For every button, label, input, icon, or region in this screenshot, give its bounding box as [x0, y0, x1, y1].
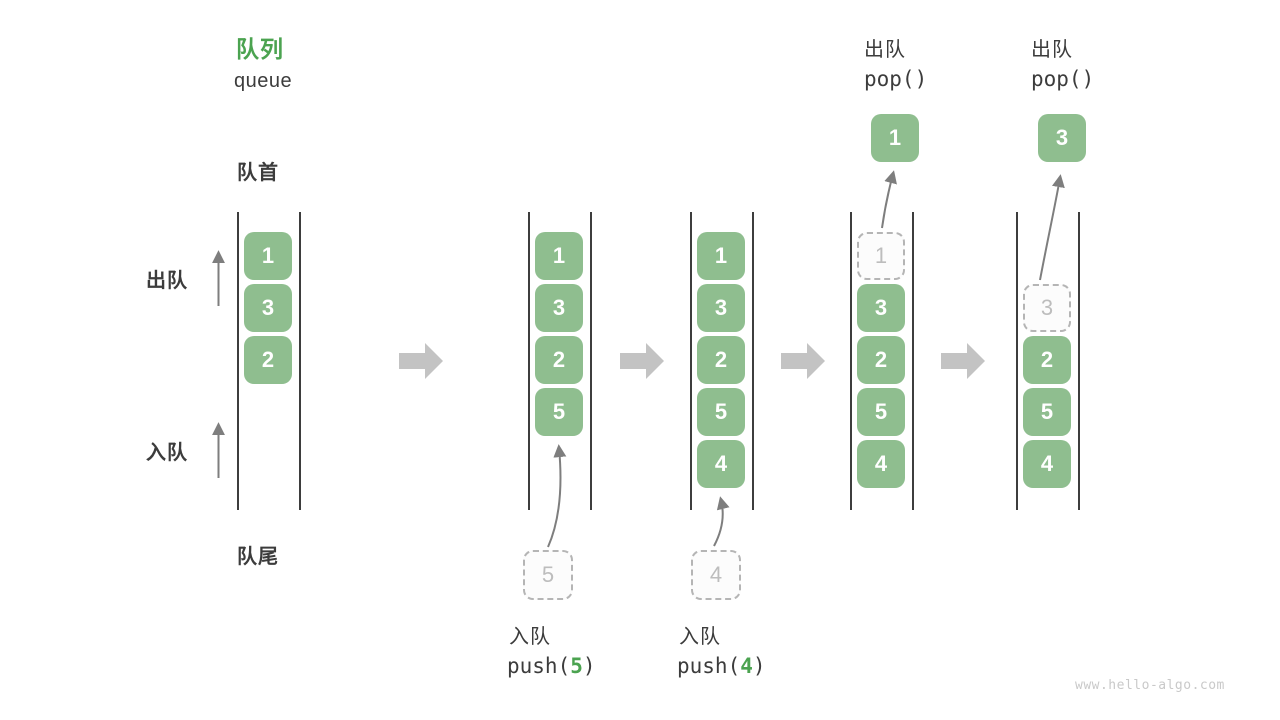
queue-item: 2: [697, 336, 745, 384]
push4-op-code: push(4): [677, 654, 766, 678]
queue-wall: [912, 212, 914, 510]
push4-op-label: 入队: [679, 626, 721, 648]
queue-wall: [1016, 212, 1018, 510]
push4-code-suffix: ): [752, 654, 766, 678]
queue-item: 4: [697, 440, 745, 488]
state-transition-arrow-icon-1: [399, 343, 443, 379]
pop2-op-code: pop(): [1031, 67, 1095, 91]
queue-wall: [1078, 212, 1080, 510]
state-transition-arrow-icon-4: [941, 343, 985, 379]
queue-wall: [237, 212, 239, 510]
push5-code-prefix: push(: [507, 654, 571, 678]
push4-code-arg: 4: [740, 654, 753, 678]
pop2-arrow-icon: [1039, 174, 1065, 281]
queue-item: 3: [857, 284, 905, 332]
push5-code-arg: 5: [570, 654, 583, 678]
popped-item-3: 3: [1038, 114, 1086, 162]
queue-item: 5: [535, 388, 583, 436]
queue-wall: [690, 212, 692, 510]
queue-item: 5: [857, 388, 905, 436]
queue-wall: [590, 212, 592, 510]
push5-code-suffix: ): [582, 654, 596, 678]
queue-wall: [850, 212, 852, 510]
pop2-op-label: 出队: [1031, 39, 1073, 61]
staged-item-4: 4: [691, 550, 741, 600]
queue-item: 2: [857, 336, 905, 384]
queue-item: 2: [535, 336, 583, 384]
push4-arrow-icon: [713, 496, 730, 547]
queue-item: 1: [244, 232, 292, 280]
push4-code-prefix: push(: [677, 654, 741, 678]
queue-item: 1: [697, 232, 745, 280]
diagram-title-en: queue: [234, 70, 293, 92]
popped-item-1: 1: [871, 114, 919, 162]
queue-item: 2: [244, 336, 292, 384]
queue-item: 3: [697, 284, 745, 332]
queue-item: 3: [244, 284, 292, 332]
queue-item: 1: [535, 232, 583, 280]
queue-item: 5: [1023, 388, 1071, 436]
ghost-item-1: 1: [857, 232, 905, 280]
dequeue-side-label: 出队: [146, 270, 188, 292]
pop1-op-label: 出队: [864, 39, 906, 61]
pop1-arrow-icon: [881, 170, 897, 229]
queue-item: 4: [1023, 440, 1071, 488]
queue-item: 4: [857, 440, 905, 488]
state-transition-arrow-icon-2: [620, 343, 664, 379]
watermark: www.hello-algo.com: [1075, 678, 1225, 693]
push5-arrow-icon: [547, 444, 567, 548]
push5-op-label: 入队: [509, 626, 551, 648]
queue-front-label: 队首: [237, 162, 279, 184]
queue-item: 2: [1023, 336, 1071, 384]
queue-rear-label: 队尾: [237, 546, 279, 568]
state-transition-arrow-icon-3: [781, 343, 825, 379]
push5-op-code: push(5): [507, 654, 596, 678]
queue-wall: [528, 212, 530, 510]
diagram-title-zh: 队列: [236, 36, 284, 62]
enqueue-side-label: 入队: [146, 442, 188, 464]
ghost-item-3: 3: [1023, 284, 1071, 332]
queue-item: 3: [535, 284, 583, 332]
pop1-op-code: pop(): [864, 67, 928, 91]
queue-item: 5: [697, 388, 745, 436]
staged-item-5: 5: [523, 550, 573, 600]
queue-wall: [299, 212, 301, 510]
queue-wall: [752, 212, 754, 510]
